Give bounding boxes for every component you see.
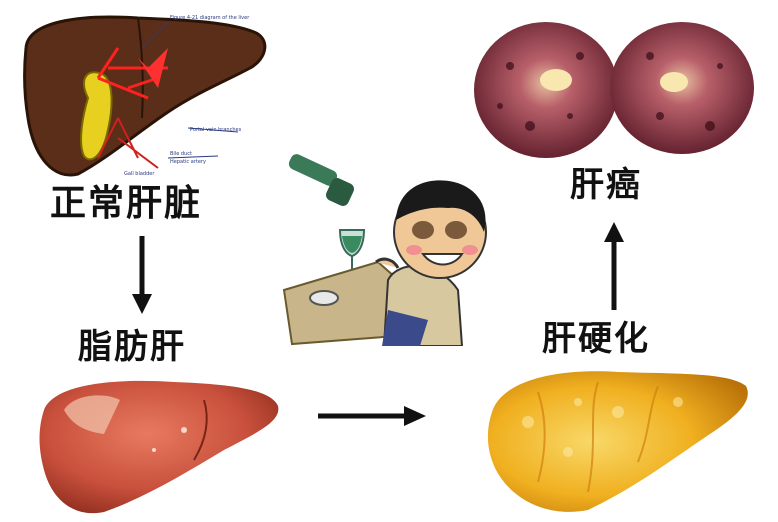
anatomy-note-4: Gall bladder — [124, 172, 154, 177]
fatty-liver-label: 脂肪肝 — [78, 330, 186, 364]
anatomy-note-1: Portal vein branches — [190, 128, 241, 133]
arrow-up — [602, 220, 626, 312]
arrow-down — [130, 236, 154, 316]
liver-cancer-label: 肝癌 — [570, 168, 642, 202]
normal-liver-illustration — [18, 8, 278, 180]
liver-cancer-section-photo — [470, 16, 760, 162]
anatomy-note-3: Hepatic artery — [170, 160, 206, 165]
anatomy-note-2: Bile duct — [170, 152, 192, 157]
fatty-liver-photo — [34, 370, 282, 518]
wine-glass-icon — [340, 230, 364, 272]
normal-liver-label: 正常肝脏 — [50, 186, 202, 222]
cirrhotic-liver-photo — [478, 362, 752, 518]
anatomy-title: Figure 4-21 diagram of the liver — [170, 16, 249, 21]
wine-bottle-icon — [287, 152, 356, 208]
drinking-man-cartoon — [278, 150, 498, 346]
arrow-right — [318, 404, 428, 428]
cirrhosis-label: 肝硬化 — [542, 322, 650, 356]
